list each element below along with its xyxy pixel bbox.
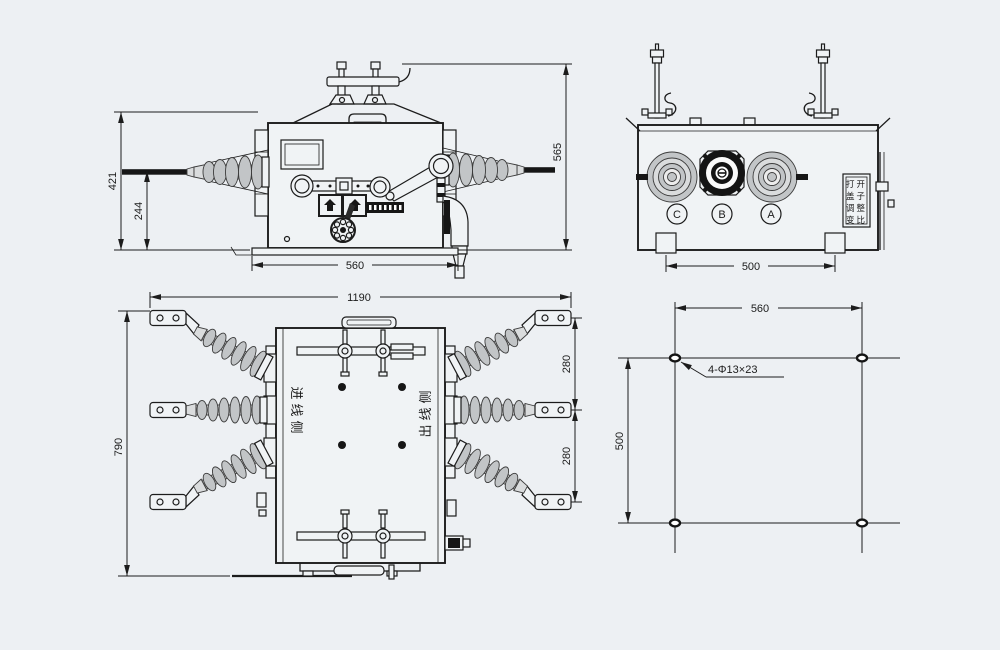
dim-hole-spacing-x: 560 bbox=[751, 303, 769, 315]
cable-elbow bbox=[442, 195, 469, 279]
operating-mechanism bbox=[283, 153, 454, 243]
mounting-dimensions: 560 500 4-Φ13×23 bbox=[614, 301, 862, 523]
plate-row-3: 调整 bbox=[846, 203, 867, 213]
lid-handle bbox=[348, 113, 387, 131]
lifting-bracket bbox=[326, 61, 411, 105]
side-view: C B A 打开 盖子 调整 变比 500 bbox=[625, 43, 895, 273]
dim-overall-height: 421 bbox=[107, 172, 119, 190]
front-view: 421 244 565 560 bbox=[107, 61, 572, 279]
bushing-face-b bbox=[698, 149, 746, 197]
mounting-hole bbox=[668, 353, 682, 363]
ratio-name-plate: 打开 盖子 调整 变比 bbox=[842, 173, 871, 228]
base-flange bbox=[251, 247, 459, 256]
incoming-side-label: 进线侧 bbox=[289, 386, 304, 437]
bushing-front-right bbox=[441, 152, 525, 188]
dim-base-width: 560 bbox=[346, 260, 364, 272]
bushing-face-a bbox=[746, 151, 798, 203]
dim-total-height: 565 bbox=[552, 143, 564, 161]
dim-overall-depth: 790 bbox=[113, 438, 125, 456]
outgoing-side-label: 出线侧 bbox=[418, 386, 433, 437]
bushings-top bbox=[149, 309, 572, 511]
dim-hole-spacing-y: 500 bbox=[614, 432, 626, 450]
bushing-front-left bbox=[186, 154, 270, 190]
top-view: 进线侧 出线侧 1190 790 280 280 bbox=[113, 290, 582, 580]
mounting-hole bbox=[668, 518, 682, 528]
dim-terminal-height: 244 bbox=[133, 202, 145, 220]
dim-phase-pitch-lower: 280 bbox=[561, 447, 573, 465]
bushing-face-c bbox=[646, 151, 698, 203]
mounting-stud-right bbox=[803, 43, 839, 119]
plate-row-2: 盖子 bbox=[846, 191, 867, 201]
mounting-hole bbox=[855, 518, 869, 528]
tank-top bbox=[275, 327, 446, 564]
dim-foot-spacing: 500 bbox=[742, 261, 760, 273]
phase-label-a: A bbox=[767, 209, 775, 221]
dim-overall-width: 1190 bbox=[347, 292, 371, 304]
terminal-rod-right bbox=[521, 167, 555, 173]
terminal-rod-left bbox=[122, 169, 188, 175]
side-dimensions: 500 bbox=[665, 255, 836, 273]
foot-left bbox=[655, 232, 677, 254]
mounting-hole-view: 560 500 4-Φ13×23 bbox=[614, 301, 900, 553]
front-dimensions: 421 244 565 560 bbox=[107, 63, 572, 272]
dim-phase-pitch-upper: 280 bbox=[561, 355, 573, 373]
plate-row-4: 变比 bbox=[846, 215, 867, 225]
mounting-hole bbox=[855, 353, 869, 363]
clamp-assembly-upper bbox=[296, 329, 426, 377]
clamp-assembly-lower bbox=[296, 509, 426, 559]
nameplate bbox=[280, 139, 324, 170]
foot-right bbox=[824, 232, 846, 254]
mounting-stud-left bbox=[641, 43, 677, 119]
phase-label-b: B bbox=[718, 209, 725, 221]
phase-labels: C B A bbox=[666, 203, 782, 225]
plate-row-1: 打开 bbox=[846, 179, 867, 189]
top-dimensions: 1190 790 280 280 bbox=[113, 290, 582, 577]
hole-callout: 4-Φ13×23 bbox=[708, 364, 757, 376]
phase-label-c: C bbox=[673, 209, 681, 221]
